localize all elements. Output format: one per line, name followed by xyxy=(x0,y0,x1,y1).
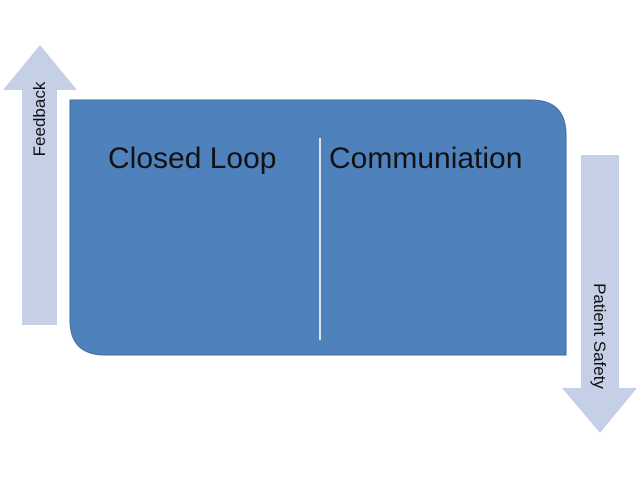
patient-safety-arrow xyxy=(562,155,637,433)
communiation-label: Communiation xyxy=(329,142,523,175)
patient-safety-label: Patient Safety xyxy=(590,283,609,389)
main-box xyxy=(69,99,567,356)
feedback-label: Feedback xyxy=(30,81,49,157)
feedback-arrow xyxy=(3,45,77,325)
closed-loop-label: Closed Loop xyxy=(108,142,277,175)
